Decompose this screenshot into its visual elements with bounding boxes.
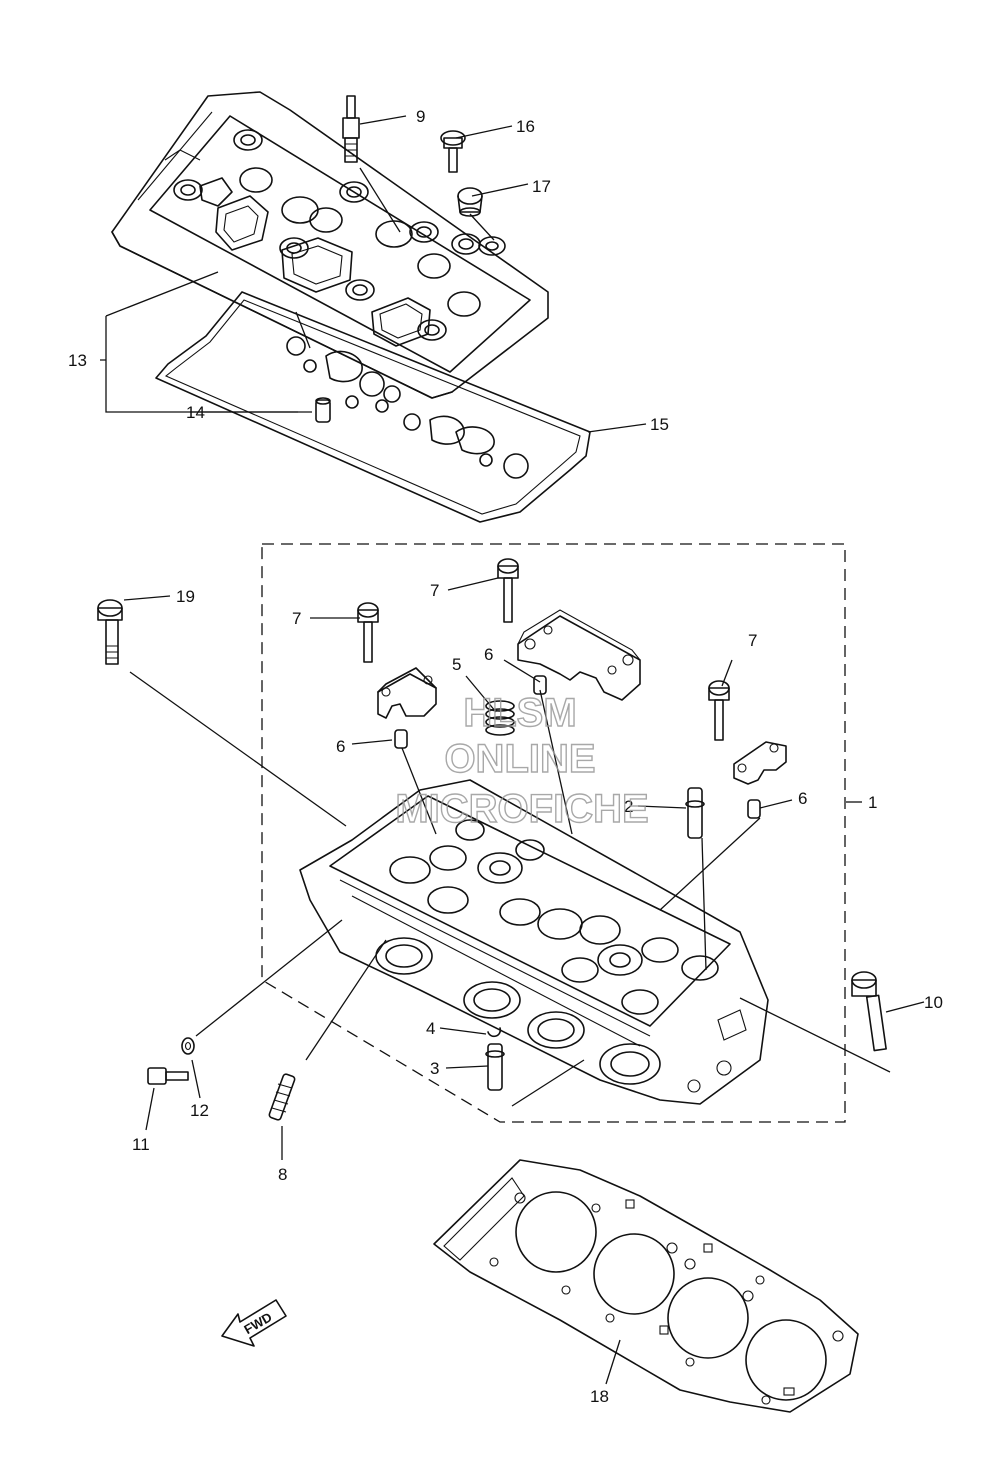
callout-9: 9 (416, 107, 425, 126)
circlip[interactable] (487, 1027, 502, 1038)
camshaft-cap-right[interactable] (733, 741, 787, 785)
callout-13: 13 (68, 351, 87, 370)
callout-17: 17 (532, 177, 551, 196)
valve-guide-3[interactable] (485, 1043, 505, 1091)
callout-5: 5 (452, 655, 461, 674)
cylinder-head-gasket[interactable] (433, 1159, 859, 1413)
cylinder-head[interactable] (299, 779, 769, 1105)
callout-3: 3 (430, 1059, 439, 1078)
dowel-pin-left[interactable] (394, 729, 408, 749)
dowel-pin-center[interactable] (533, 675, 547, 695)
forward-arrow-icon: FWD (221, 1299, 287, 1347)
callout-12: 12 (190, 1101, 209, 1120)
watermark-line3: MICROFICHE (395, 787, 648, 831)
watermark: HLSM ONLINE MICROFICHE (395, 690, 650, 831)
callout-18: 18 (590, 1387, 609, 1406)
dowel-pin-right[interactable] (747, 799, 761, 819)
callout-8: 8 (278, 1165, 287, 1184)
bolt-11[interactable] (147, 1067, 189, 1085)
assembly-boundary (261, 543, 846, 1123)
watermark-line2: ONLINE (444, 737, 595, 781)
callout-6b: 6 (336, 737, 345, 756)
spring[interactable] (485, 700, 515, 736)
leader-lines (100, 115, 925, 1385)
callout-7a: 7 (430, 581, 439, 600)
callout-7b: 7 (292, 609, 301, 628)
spark-plug[interactable] (342, 95, 360, 163)
head-bolt-19[interactable] (97, 599, 123, 665)
callout-7c: 7 (748, 631, 757, 650)
washer[interactable] (181, 1037, 195, 1055)
cover-bolt[interactable] (440, 130, 466, 173)
callout-10: 10 (924, 993, 943, 1012)
dowel-pin[interactable] (315, 397, 331, 423)
callout-2: 2 (624, 797, 633, 816)
head-bolt-10[interactable] (851, 971, 887, 1052)
cap-bolt-center[interactable] (497, 558, 519, 623)
watermark-line1: HLSM (463, 691, 576, 735)
cap-bolt-left[interactable] (357, 602, 379, 663)
callout-19: 19 (176, 587, 195, 606)
callout-numbers: 1 2 3 4 5 6 6 6 7 7 7 8 9 10 11 12 13 14… (68, 107, 943, 1406)
stud-bolt[interactable] (268, 1073, 296, 1121)
callout-16: 16 (516, 117, 535, 136)
camshaft-cap-left[interactable] (377, 667, 437, 719)
valve-guide-2[interactable] (685, 787, 705, 839)
cylinder-head-cover[interactable] (111, 91, 549, 399)
callout-6c: 6 (798, 789, 807, 808)
callout-4: 4 (426, 1019, 435, 1038)
callout-6a: 6 (484, 645, 493, 664)
callout-14: 14 (186, 403, 205, 422)
head-cover-gasket[interactable] (155, 291, 591, 523)
camshaft-cap-center[interactable] (517, 609, 641, 701)
callout-11: 11 (132, 1135, 150, 1154)
callout-15: 15 (650, 415, 669, 434)
cap-bolt-right[interactable] (708, 680, 730, 741)
grommet[interactable] (457, 187, 483, 217)
callout-1: 1 (868, 793, 877, 812)
